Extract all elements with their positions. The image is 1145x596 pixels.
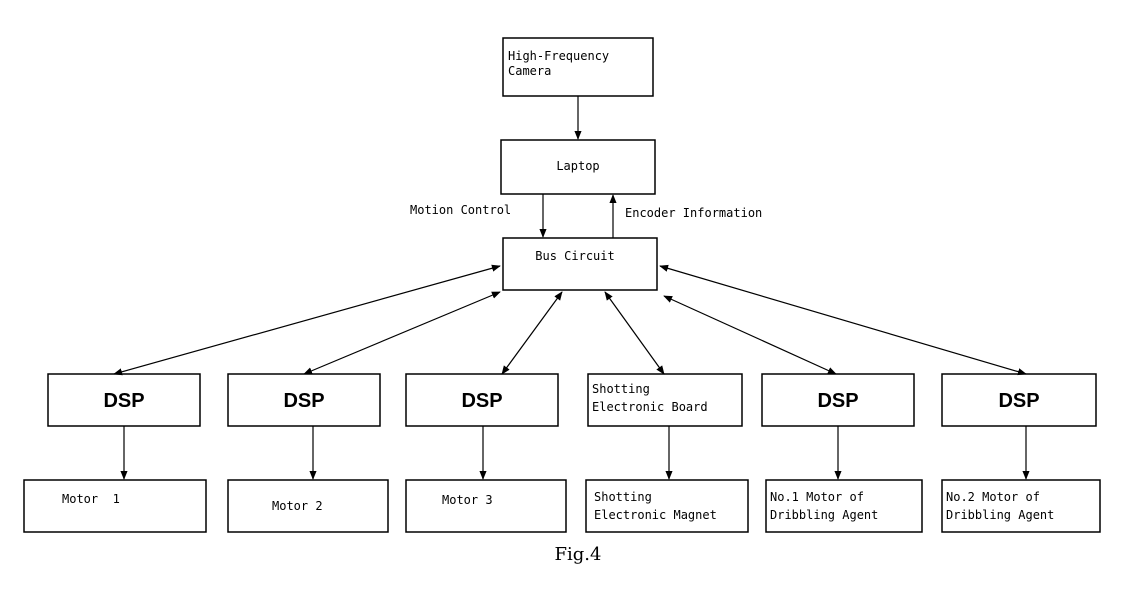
- dsp-1-label: DSP: [103, 390, 144, 412]
- node-bus-circuit: Bus Circuit: [502, 237, 658, 291]
- node-high-frequency-camera: High-Frequency Camera: [502, 37, 654, 97]
- shotting-magnet-label-line-1: Shotting: [594, 490, 652, 504]
- arrow-bus-to-dsp-5: [659, 264, 1027, 376]
- node-shotting-electronic-magnet: Shotting Electronic Magnet: [585, 479, 749, 533]
- dribble-1-label-line-1: No.1 Motor of: [770, 490, 864, 504]
- arrow-bus-to-dsp-1: [113, 264, 501, 376]
- shotting-board-label-line-2: Electronic Board: [592, 400, 708, 414]
- node-motor-2: Motor 2: [227, 479, 389, 533]
- laptop-label: Laptop: [556, 159, 599, 173]
- dsp-3-label: DSP: [461, 390, 502, 412]
- node-dsp-3: DSP: [405, 373, 559, 427]
- dribble-2-label-line-2: Dribbling Agent: [946, 508, 1054, 522]
- dsp-5-label: DSP: [998, 390, 1039, 412]
- camera-label-line-1: High-Frequency: [508, 49, 609, 63]
- node-shotting-electronic-board: Shotting Electronic Board: [587, 373, 743, 427]
- shotting-board-label-line-1: Shotting: [592, 382, 650, 396]
- node-motor-3: Motor 3: [405, 479, 567, 533]
- motor-3-label: Motor 3: [442, 493, 493, 507]
- node-no2-motor-of-dribbling-agent: No.2 Motor of Dribbling Agent: [941, 479, 1101, 533]
- shotting-magnet-label-line-2: Electronic Magnet: [594, 508, 717, 522]
- dsp-2-label: DSP: [283, 390, 324, 412]
- arrow-bus-to-shotting-board: [604, 291, 665, 375]
- node-dsp-2: DSP: [227, 373, 381, 427]
- bus-circuit-label: Bus Circuit: [535, 249, 614, 263]
- edge-label-encoder-information: Encoder Information: [625, 206, 762, 220]
- node-motor-1: Motor 1: [23, 479, 207, 533]
- figure-caption: Fig.4: [555, 544, 602, 565]
- motor-1-label: Motor 1: [62, 492, 120, 506]
- arrow-bus-to-dsp-4: [663, 295, 837, 375]
- arrow-bus-to-dsp-3: [501, 291, 563, 375]
- dribble-1-label-line-2: Dribbling Agent: [770, 508, 878, 522]
- dsp-4-label: DSP: [817, 390, 858, 412]
- edge-label-motion-control: Motion Control: [410, 203, 511, 217]
- motor-2-label: Motor 2: [272, 499, 323, 513]
- dribble-2-label-line-1: No.2 Motor of: [946, 490, 1040, 504]
- node-dsp-5: DSP: [941, 373, 1097, 427]
- camera-label-line-2: Camera: [508, 64, 551, 78]
- node-dsp-1: DSP: [47, 373, 201, 427]
- node-no1-motor-of-dribbling-agent: No.1 Motor of Dribbling Agent: [765, 479, 923, 533]
- arrow-bus-to-dsp-2: [303, 291, 501, 375]
- node-dsp-4: DSP: [761, 373, 915, 427]
- node-laptop: Laptop: [500, 139, 656, 195]
